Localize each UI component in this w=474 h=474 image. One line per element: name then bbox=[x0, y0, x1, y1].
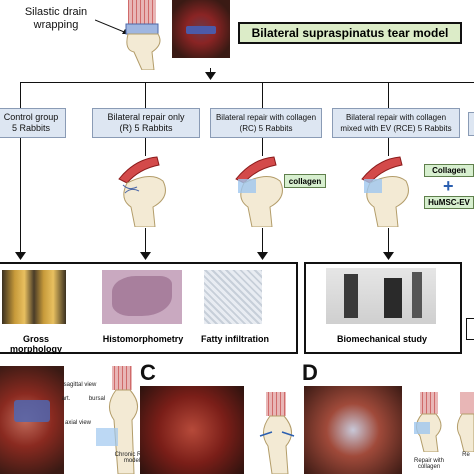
collagen-label-text: Collagen bbox=[432, 166, 466, 175]
panel-letter-d: D bbox=[302, 360, 318, 385]
plus-sign: + bbox=[443, 176, 454, 196]
drop-rc bbox=[262, 138, 263, 156]
repair-with-collagen-label: Repair with collagen bbox=[413, 458, 444, 470]
collagen-label: Collagen bbox=[424, 164, 474, 177]
drop-rce bbox=[388, 138, 389, 156]
outcomes-frame-left bbox=[0, 262, 298, 354]
chronic-rct-label: Chronic RCT model bbox=[112, 452, 152, 464]
group-rc-line2: (RC) 5 Rabbits bbox=[239, 124, 293, 133]
art-label: art. bbox=[61, 396, 71, 402]
surgical-photo-top bbox=[172, 0, 230, 58]
arrow-rce-line bbox=[388, 228, 389, 254]
drop-2 bbox=[145, 82, 146, 108]
group-control-line2: 5 Rabbits bbox=[11, 123, 51, 133]
collagen-tag: collagen bbox=[284, 174, 326, 188]
outcomes-frame-right bbox=[304, 262, 462, 354]
drop-3 bbox=[262, 82, 263, 108]
drop-4 bbox=[388, 82, 389, 108]
gross-morphology-photo bbox=[2, 270, 66, 324]
bottom-photo-a bbox=[0, 366, 64, 474]
model-title: Bilateral supraspinatus tear model bbox=[238, 22, 462, 44]
histomorphometry-caption: Histomorphometry bbox=[102, 334, 184, 344]
gross-morphology-caption: Gross morphology bbox=[10, 334, 62, 354]
arrow-rc-line bbox=[262, 228, 263, 254]
connector-horizontal bbox=[20, 82, 474, 83]
fatty-infiltration-caption: Fatty infiltration bbox=[201, 334, 269, 344]
drop-control-arrow bbox=[15, 252, 26, 260]
panel-letter-c: C bbox=[140, 360, 156, 385]
histomorphometry-photo bbox=[102, 270, 182, 324]
bottom-photo-d bbox=[304, 386, 402, 474]
axial-view-label: axial view bbox=[64, 420, 91, 426]
bone-repair-collagen-ev bbox=[361, 156, 409, 227]
top-label-line2: wrapping bbox=[33, 19, 79, 31]
arrow-rce-head bbox=[383, 252, 394, 260]
bursal-label: bursal bbox=[88, 396, 106, 402]
arrow-repair-head bbox=[140, 252, 151, 260]
arrow-repair-line bbox=[145, 228, 146, 254]
group-control-line1: Control group bbox=[3, 112, 59, 122]
bottom-illustration-a bbox=[96, 366, 138, 474]
group-repair: Bilateral repair only (R) 5 Rabbits bbox=[92, 108, 200, 138]
bone-repair bbox=[118, 156, 166, 227]
model-title-text: Bilateral supraspinatus tear model bbox=[251, 26, 449, 40]
shoulder-drain-illustration bbox=[125, 0, 161, 70]
biomechanical-caption: Biomechanical study bbox=[336, 334, 428, 344]
group-rc-line1: Bilateral repair with collagen bbox=[215, 113, 317, 122]
top-label: Silastic drain wrapping bbox=[6, 6, 106, 32]
drop-repair bbox=[145, 138, 146, 156]
fatty-infiltration-photo bbox=[204, 270, 262, 324]
group-rce-line1: Bilateral repair with collagen bbox=[345, 113, 447, 122]
bottom-illustration-d bbox=[414, 392, 442, 452]
collagen-tag-text: collagen bbox=[288, 176, 322, 186]
group-edge-box bbox=[468, 112, 474, 136]
group-rce-line2: mixed with EV (RCE) 5 Rabbits bbox=[340, 124, 452, 133]
arrow-rc-head bbox=[257, 252, 268, 260]
connector-top-arrow bbox=[205, 72, 216, 80]
group-control: Control group 5 Rabbits bbox=[0, 108, 66, 138]
group-repair-collagen-ev: Bilateral repair with collagen mixed wit… bbox=[332, 108, 460, 138]
top-label-line1: Silastic drain bbox=[24, 6, 88, 18]
outcomes-frame-edge bbox=[466, 318, 474, 340]
humsc-ev-label: HuMSC-EV bbox=[424, 196, 474, 209]
group-repair-collagen: Bilateral repair with collagen (RC) 5 Ra… bbox=[210, 108, 322, 138]
drop-control bbox=[20, 138, 21, 254]
bone-repair-collagen bbox=[235, 156, 283, 227]
bottom-photo-c bbox=[140, 386, 244, 474]
re-label: Re bbox=[462, 452, 470, 458]
group-repair-line1: Bilateral repair only bbox=[107, 112, 185, 122]
sagittal-view-label: sagittal view bbox=[63, 382, 97, 388]
bottom-illustration-d2 bbox=[456, 392, 474, 452]
humsc-ev-text: HuMSC-EV bbox=[428, 198, 470, 207]
chronic-rct-line2: model bbox=[123, 458, 141, 464]
biomechanical-photo bbox=[326, 268, 436, 324]
drop-1 bbox=[20, 82, 21, 108]
chronic-rct-line1: Chronic RCT bbox=[114, 452, 150, 458]
bottom-illustration-c bbox=[259, 392, 295, 474]
group-repair-line2: (R) 5 Rabbits bbox=[119, 123, 173, 133]
